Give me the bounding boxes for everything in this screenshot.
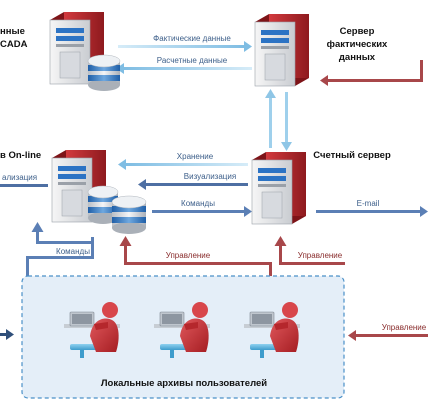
- arrow-storage: [118, 159, 248, 170]
- database-icon: [87, 54, 121, 91]
- user-workstation-icon: [244, 302, 300, 358]
- label-account-server: Счетный сервер: [313, 150, 391, 161]
- arrow-control-far-right: [348, 330, 428, 341]
- label-factual-server-line3: данных: [339, 52, 376, 63]
- label-control-left: Управление: [166, 251, 211, 260]
- arrow-factual-data: [118, 41, 252, 52]
- label-scada-line2: CADA: [0, 39, 28, 50]
- user-workstation-icon: [154, 302, 210, 358]
- server-account: [251, 152, 306, 225]
- arrow-commands: [152, 206, 252, 217]
- arrow-visualization: [138, 179, 248, 190]
- label-online: в On-line: [0, 150, 41, 161]
- label-factual-server-line1: Сервер: [340, 26, 375, 37]
- database-icon: [111, 195, 147, 234]
- arrow-control-left: [119, 236, 272, 276]
- label-control-far-right: Управление: [382, 323, 427, 332]
- label-local-archives: Локальные архивы пользователей: [101, 378, 267, 389]
- server-online: [51, 150, 106, 223]
- label-email: E-mail: [357, 199, 380, 208]
- label-storage: Хранение: [177, 152, 214, 161]
- label-visualization: Визуализация: [184, 172, 236, 181]
- arrow-vertical-up: [265, 89, 276, 148]
- arrow-control-right: [274, 236, 345, 265]
- arrow-email: [316, 206, 428, 217]
- label-visualization-left: ализация: [2, 173, 37, 182]
- arrow-visualization-left: [0, 184, 48, 187]
- label-factual-server-line2: фактических: [327, 39, 388, 50]
- arrow-commands-left: [26, 222, 94, 276]
- server-factual: [254, 14, 309, 87]
- label-scada-line1: нные: [0, 26, 25, 37]
- label-control-right: Управление: [298, 251, 343, 260]
- arrow-vertical-down: [281, 92, 292, 151]
- user-workstation-icon: [64, 302, 120, 358]
- label-commands: Команды: [181, 199, 215, 208]
- label-commands-left: Команды: [56, 247, 90, 256]
- arrow-into-panel-left: [0, 329, 14, 340]
- label-factual-data: Фактические данные: [153, 34, 231, 43]
- label-calculated-data: Расчетные данные: [157, 56, 228, 65]
- arrow-red-into-factual: [320, 60, 423, 86]
